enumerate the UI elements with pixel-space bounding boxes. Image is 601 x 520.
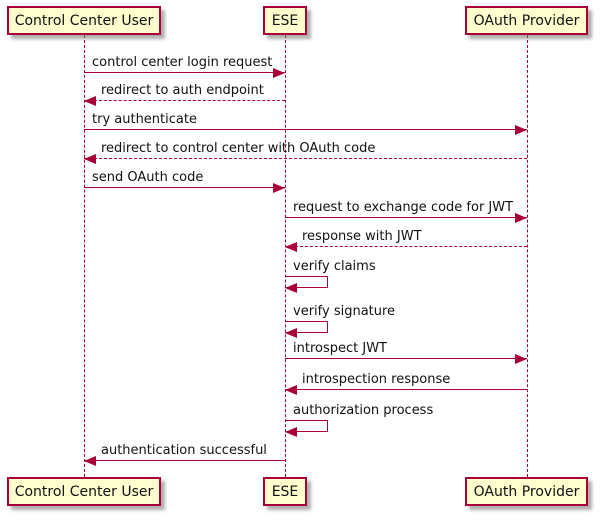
message-label: try authenticate	[92, 112, 197, 127]
message-label: redirect to auth endpoint	[101, 83, 264, 98]
message-arrowhead	[285, 283, 297, 293]
message-label: authentication successful	[101, 443, 267, 458]
lifeline-ese	[285, 35, 286, 477]
participant-top-oauth-provider: OAuth Provider	[465, 6, 588, 35]
lifeline-oauth-provider	[527, 35, 528, 477]
message-arrowhead	[515, 125, 527, 135]
participant-top-control-center-user: Control Center User	[7, 6, 161, 35]
message-line	[84, 100, 285, 101]
message-line	[84, 187, 285, 188]
message-arrowhead	[84, 154, 96, 164]
message-line	[285, 217, 527, 218]
lifeline-control-center-user	[84, 35, 85, 477]
message-label: control center login request	[92, 55, 273, 70]
message-label: request to exchange code for JWT	[293, 200, 514, 215]
message-line	[84, 158, 527, 159]
message-arrowhead	[285, 242, 297, 252]
message-arrowhead	[84, 96, 96, 106]
message-arrowhead	[273, 183, 285, 193]
participant-bottom-ese: ESE	[263, 477, 307, 506]
message-arrowhead	[285, 385, 297, 395]
message-line	[84, 72, 285, 73]
message-arrowhead	[515, 213, 527, 223]
participant-bottom-control-center-user: Control Center User	[7, 477, 161, 506]
message-arrowhead	[84, 456, 96, 466]
message-label: response with JWT	[302, 229, 422, 244]
message-label: redirect to control center with OAuth co…	[101, 141, 376, 156]
message-label: introspect JWT	[293, 341, 387, 356]
message-arrowhead	[515, 354, 527, 364]
message-line	[285, 389, 527, 390]
message-label: verify claims	[293, 259, 376, 274]
participant-bottom-oauth-provider: OAuth Provider	[465, 477, 588, 506]
message-label: send OAuth code	[92, 170, 204, 185]
self-message-loop	[285, 420, 328, 432]
message-line	[84, 129, 527, 130]
message-line	[285, 358, 527, 359]
participant-top-ese: ESE	[263, 6, 307, 35]
message-arrowhead	[285, 427, 297, 437]
self-message-loop	[285, 276, 328, 288]
message-arrowhead	[273, 68, 285, 78]
self-message-loop	[285, 321, 328, 333]
message-arrowhead	[285, 328, 297, 338]
message-line	[84, 460, 285, 461]
message-label: verify signature	[293, 304, 396, 319]
message-label: introspection response	[302, 372, 451, 387]
message-line	[285, 246, 527, 247]
message-label: authorization process	[293, 403, 434, 418]
